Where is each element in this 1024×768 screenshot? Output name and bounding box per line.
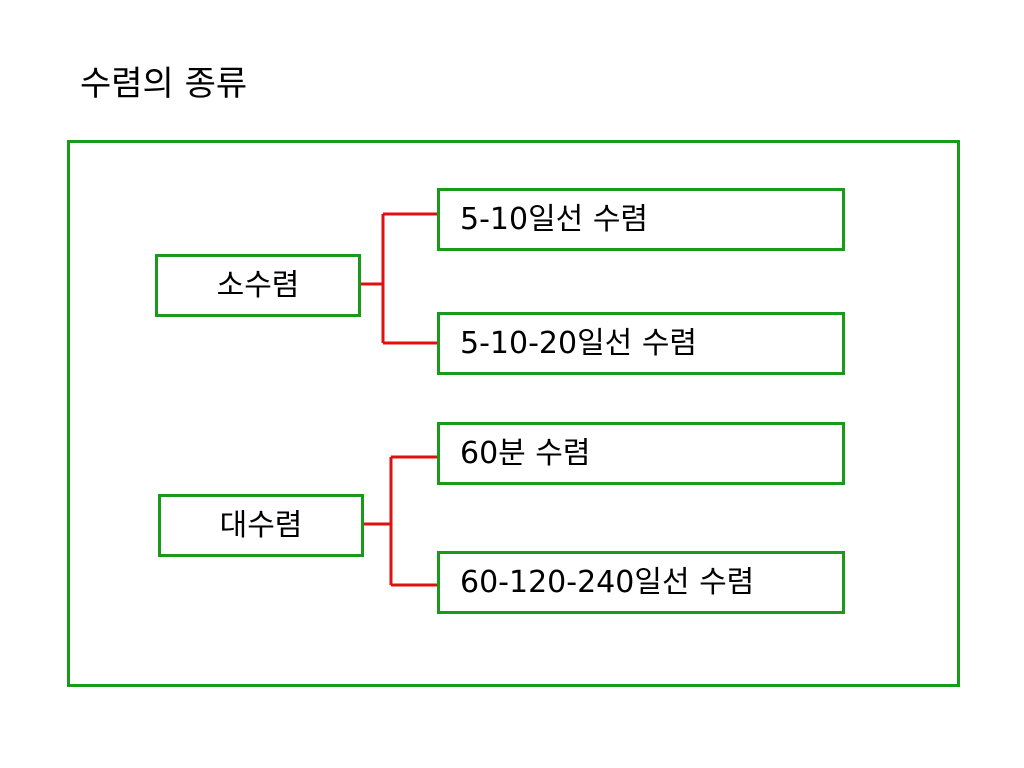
category-label: 대수렴 <box>219 507 303 543</box>
page-title: 수렴의 종류 <box>80 64 248 104</box>
category-box-large-convergence: 대수렴 <box>158 494 364 557</box>
item-box: 60분 수렴 <box>437 422 845 485</box>
item-label: 5-10-20일선 수렴 <box>460 325 698 361</box>
item-box: 5-10일선 수렴 <box>437 188 845 251</box>
item-label: 5-10일선 수렴 <box>460 201 649 237</box>
item-box: 5-10-20일선 수렴 <box>437 312 845 375</box>
diagram-frame <box>67 140 960 687</box>
item-box: 60-120-240일선 수렴 <box>437 551 845 614</box>
category-box-small-convergence: 소수렴 <box>155 254 361 317</box>
category-label: 소수렴 <box>216 267 300 303</box>
item-label: 60-120-240일선 수렴 <box>460 564 755 600</box>
item-label: 60분 수렴 <box>460 435 591 471</box>
